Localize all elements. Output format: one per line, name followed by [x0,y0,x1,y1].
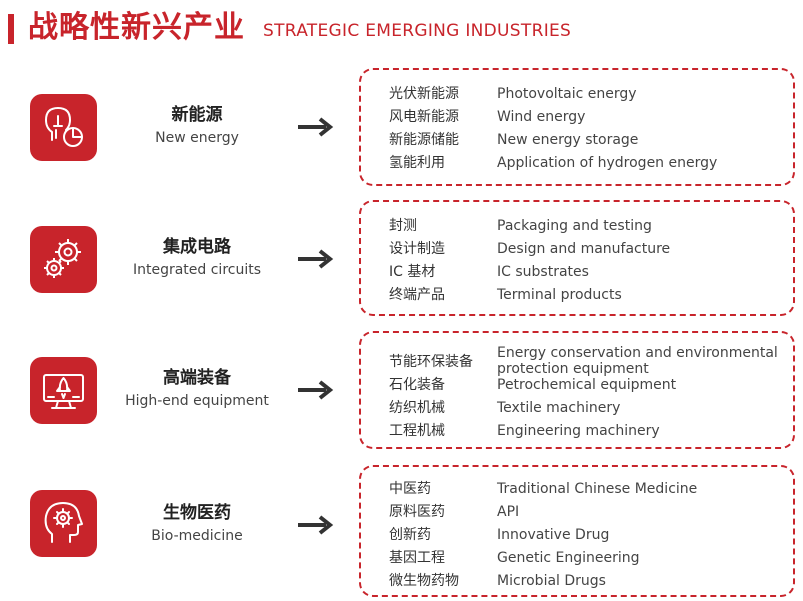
item-cn: 纺织机械 [389,400,445,416]
sector-row-integrated-circuits: 集成电路 Integrated circuits 封测 Packaging an… [0,196,803,320]
item-en: IC substrates [497,264,589,280]
item-en: Traditional Chinese Medicine [497,481,698,497]
item-en: API [497,504,520,520]
item-cn: 微生物药物 [389,573,459,589]
arrow-right-icon [298,117,334,137]
sector-name-cn: 集成电路 [163,237,231,257]
sector-items-box: 节能环保装备 Energy conservation and environme… [359,331,795,449]
head-gear-icon [44,502,83,543]
sector-icon-tile [30,490,97,557]
sector-row-bio-medicine: 生物医药 Bio-medicine 中医药 Traditional Chines… [0,459,803,599]
sector-name-cn: 新能源 [171,105,223,125]
item-cn: IC 基材 [389,264,436,280]
item-cn: 创新药 [389,527,431,543]
item-en: Innovative Drug [497,527,610,543]
item-cn: 风电新能源 [389,109,459,125]
item-en: Design and manufacture [497,241,671,257]
item-en: Energy conservation and environmental pr… [497,345,778,377]
sector-icon-tile [30,226,97,293]
page-subtitle: STRATEGIC EMERGING INDUSTRIES [263,21,572,41]
item-cn: 工程机械 [389,423,445,439]
item-en: Terminal products [497,287,622,303]
item-en: Genetic Engineering [497,550,640,566]
item-cn: 设计制造 [389,241,445,257]
item-en: Wind energy [497,109,586,125]
item-en: Textile machinery [497,400,621,416]
sector-name-cn: 高端装备 [163,368,231,388]
sector-name-en: High-end equipment [125,393,269,409]
item-cn: 基因工程 [389,550,445,566]
item-en: Engineering machinery [497,423,660,439]
arrow-right-icon [298,515,334,535]
item-cn: 原料医药 [389,504,445,520]
item-cn: 新能源储能 [389,132,459,148]
item-cn: 中医药 [389,481,431,497]
item-cn: 石化装备 [389,377,445,393]
page-title: 战略性新兴产业 [28,10,245,45]
item-cn: 氢能利用 [389,155,445,171]
item-en: New energy storage [497,132,639,148]
item-en: Application of hydrogen energy [497,155,718,171]
item-en: Microbial Drugs [497,573,606,589]
sector-name-en: Bio-medicine [151,528,243,544]
item-en: Photovoltaic energy [497,86,637,102]
sector-items-box: 光伏新能源 Photovoltaic energy 风电新能源 Wind ene… [359,68,795,186]
sector-name-cn: 生物医药 [163,503,231,523]
sector-name-en: New energy [155,130,239,146]
sector-row-new-energy: 新能源 New energy 光伏新能源 Photovoltaic energy… [0,64,803,188]
sector-row-high-end-equipment: 高端装备 High-end equipment 节能环保装备 Energy co… [0,327,803,451]
arrow-right-icon [298,249,334,269]
sector-name-en: Integrated circuits [132,262,262,278]
sector-items-box: 中医药 Traditional Chinese Medicine 原料医药 AP… [359,465,795,597]
sector-icon-tile [30,94,97,161]
item-cn: 节能环保装备 [389,354,473,370]
list-item: 节能环保装备 Energy conservation and environme… [361,345,797,379]
arrow-right-icon [298,380,334,400]
sector-items-box: 封测 Packaging and testing 设计制造 Design and… [359,200,795,316]
sector-icon-tile [30,357,97,424]
person-pie-chart-icon [45,107,83,147]
monitor-rocket-icon [43,374,84,409]
gears-icon [44,239,81,278]
item-en: Petrochemical equipment [497,377,677,393]
item-en: Packaging and testing [497,218,652,234]
item-cn: 光伏新能源 [389,86,459,102]
item-cn: 终端产品 [389,287,445,303]
item-cn: 封测 [389,218,417,234]
title-accent-bar [8,14,14,44]
